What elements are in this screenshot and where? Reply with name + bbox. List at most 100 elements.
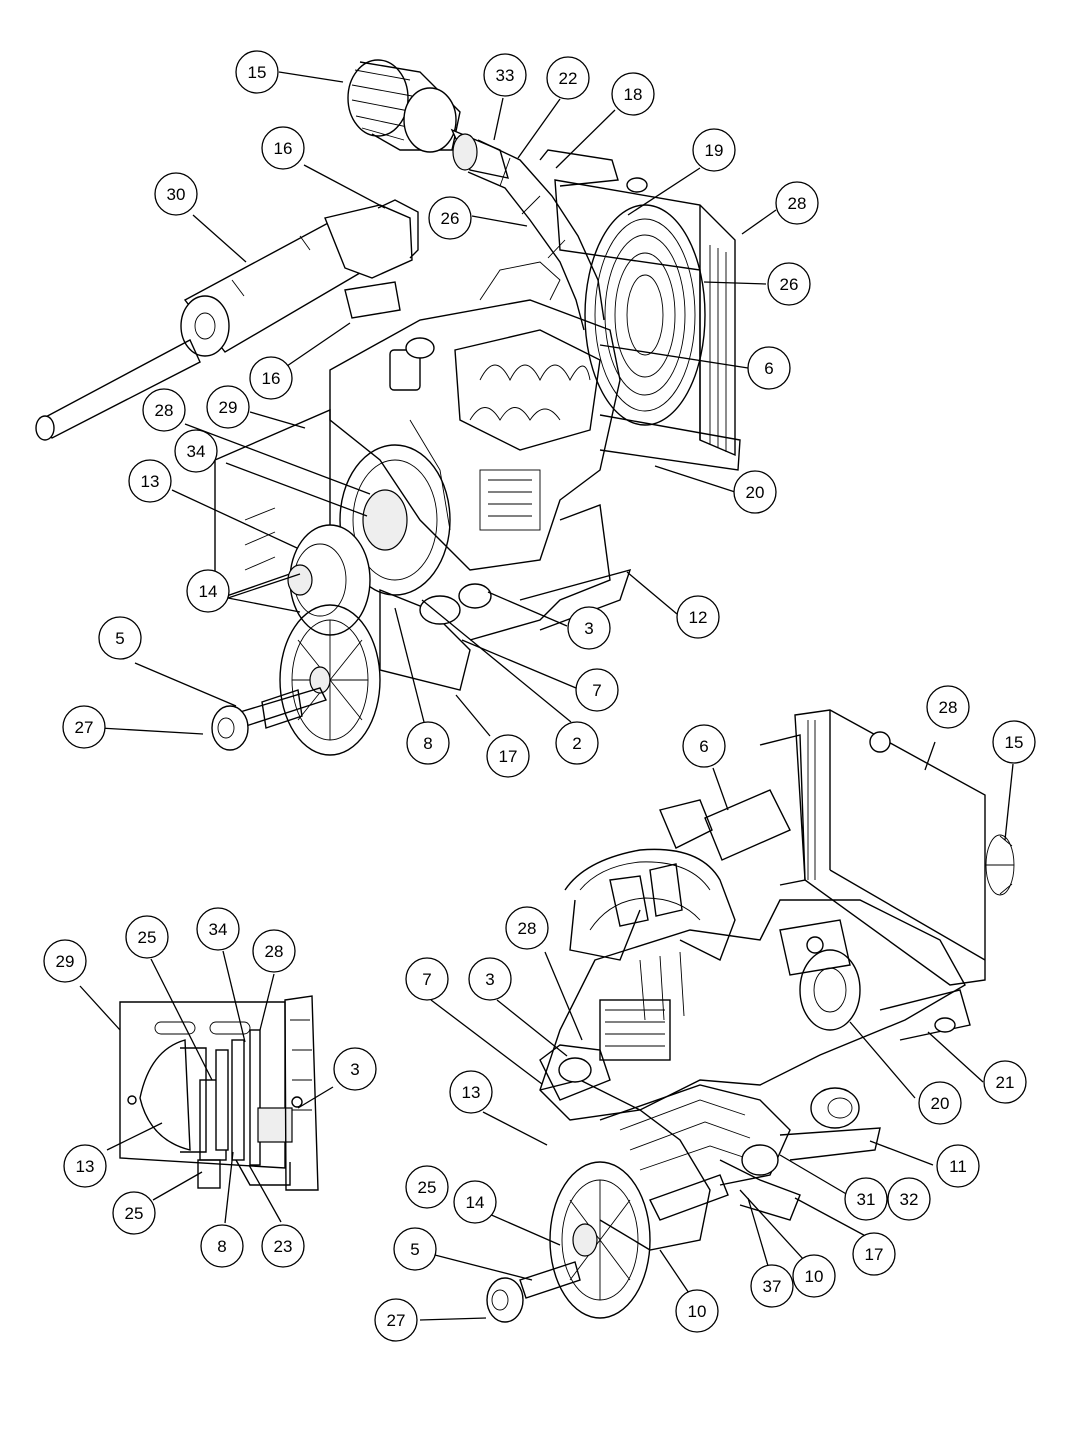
callout-circle	[374, 1298, 418, 1342]
callout-number: 29	[56, 952, 75, 971]
callout-circle	[792, 1254, 836, 1298]
callout-view-bottom-14: 32	[887, 1177, 931, 1221]
callout-number: 11	[949, 1157, 967, 1176]
callout-number: 13	[462, 1083, 481, 1102]
callout-view-top-11: 16	[249, 356, 293, 400]
radiator-drawing	[554, 177, 741, 471]
callout-number: 28	[265, 942, 284, 961]
belt-guard-drawing	[214, 408, 492, 756]
callout-number: 16	[262, 369, 281, 388]
callout-circle	[992, 720, 1036, 764]
callout-circle	[125, 915, 169, 959]
callout-number: 17	[499, 747, 518, 766]
callout-circle	[486, 734, 530, 778]
callout-circle	[505, 906, 549, 950]
callout-number: 3	[485, 970, 494, 989]
callout-number: 26	[441, 209, 460, 228]
callout-number: 15	[248, 63, 267, 82]
callout-circle	[142, 388, 186, 432]
callout-circle	[449, 1070, 493, 1114]
callout-circle	[775, 181, 819, 225]
callout-number: 25	[125, 1204, 144, 1223]
callout-circle	[453, 1180, 497, 1224]
callout-circle	[249, 356, 293, 400]
callout-view-bottom-15: 17	[852, 1232, 896, 1276]
callout-view-bottom-4: 28	[505, 906, 549, 950]
callout-number: 25	[138, 928, 157, 947]
callout-number: 5	[410, 1240, 419, 1259]
callout-circle	[983, 1060, 1027, 1104]
callout-view-bottom-19: 10	[675, 1289, 719, 1333]
callout-leaders	[79, 71, 1014, 1321]
callout-circle	[405, 1165, 449, 1209]
callout-number: 16	[274, 139, 293, 158]
callout-circle	[936, 1144, 980, 1188]
callout-view-top-9: 28	[775, 181, 819, 225]
callout-circle	[200, 1224, 244, 1268]
callout-number: 28	[939, 698, 958, 717]
intake-hose-drawing	[467, 139, 619, 331]
callout-circle	[154, 172, 198, 216]
callout-circle	[112, 1191, 156, 1235]
callout-view-top-15: 34	[174, 429, 218, 473]
callout-circle	[63, 1144, 107, 1188]
callout-circle	[62, 705, 106, 749]
callout-view-side-5: 3	[333, 1047, 377, 1091]
callout-view-top-22: 7	[575, 668, 619, 712]
callout-view-top-8: 26	[428, 196, 472, 240]
callout-view-top-1: 15	[235, 50, 279, 94]
callout-number: 13	[141, 472, 160, 491]
callout-view-top-10: 26	[767, 262, 811, 306]
callout-circle	[887, 1177, 931, 1221]
callout-view-bottom-17: 37	[750, 1264, 794, 1308]
callout-view-top-16: 13	[128, 459, 172, 503]
callout-circle	[555, 721, 599, 765]
callout-number: 8	[423, 734, 432, 753]
callout-view-top-3: 22	[546, 56, 590, 100]
callout-number: 14	[466, 1193, 485, 1212]
callout-circle	[852, 1232, 896, 1276]
callout-view-bottom-13: 31	[844, 1177, 888, 1221]
radiator-box-drawing	[759, 709, 1015, 986]
callout-view-bottom-1: 6	[682, 724, 726, 768]
callout-view-top-21: 5	[98, 616, 142, 660]
callout-circle	[692, 128, 736, 172]
callout-view-top-14: 29	[206, 385, 250, 429]
callout-number: 33	[496, 66, 515, 85]
callout-number: 12	[689, 608, 708, 627]
side-view-assembly	[119, 995, 319, 1191]
callout-number: 27	[387, 1311, 406, 1330]
callout-view-top-20: 12	[676, 595, 720, 639]
callout-view-bottom-9: 20	[918, 1081, 962, 1125]
callout-number: 20	[746, 483, 765, 502]
callout-view-top-18: 14	[186, 569, 230, 613]
callout-circle	[206, 385, 250, 429]
callout-number: 29	[219, 398, 238, 417]
callout-circle	[546, 56, 590, 100]
callout-view-bottom-8: 21	[983, 1060, 1027, 1104]
callout-view-side-3: 34	[196, 907, 240, 951]
callout-number: 27	[75, 718, 94, 737]
callout-view-bottom-10: 11	[936, 1144, 980, 1188]
callout-view-bottom-7: 13	[449, 1070, 493, 1114]
callout-view-top-4: 18	[611, 72, 655, 116]
callout-view-bottom-6: 3	[468, 957, 512, 1001]
callout-view-bottom-3: 15	[992, 720, 1036, 764]
callout-view-top-5: 19	[692, 128, 736, 172]
callout-circle	[174, 429, 218, 473]
callout-circle	[926, 685, 970, 729]
callout-number: 28	[788, 194, 807, 213]
callout-number: 28	[518, 919, 537, 938]
engine-block-drawing	[329, 261, 632, 641]
callout-view-top-24: 8	[406, 721, 450, 765]
lower-pulley-drawing	[539, 1044, 881, 1319]
callout-number: 34	[187, 442, 206, 461]
callout-circle	[406, 721, 450, 765]
callout-circle	[261, 1224, 305, 1268]
callout-circle	[611, 72, 655, 116]
callout-view-top-26: 17	[486, 734, 530, 778]
callout-circle	[428, 196, 472, 240]
callout-circle	[844, 1177, 888, 1221]
